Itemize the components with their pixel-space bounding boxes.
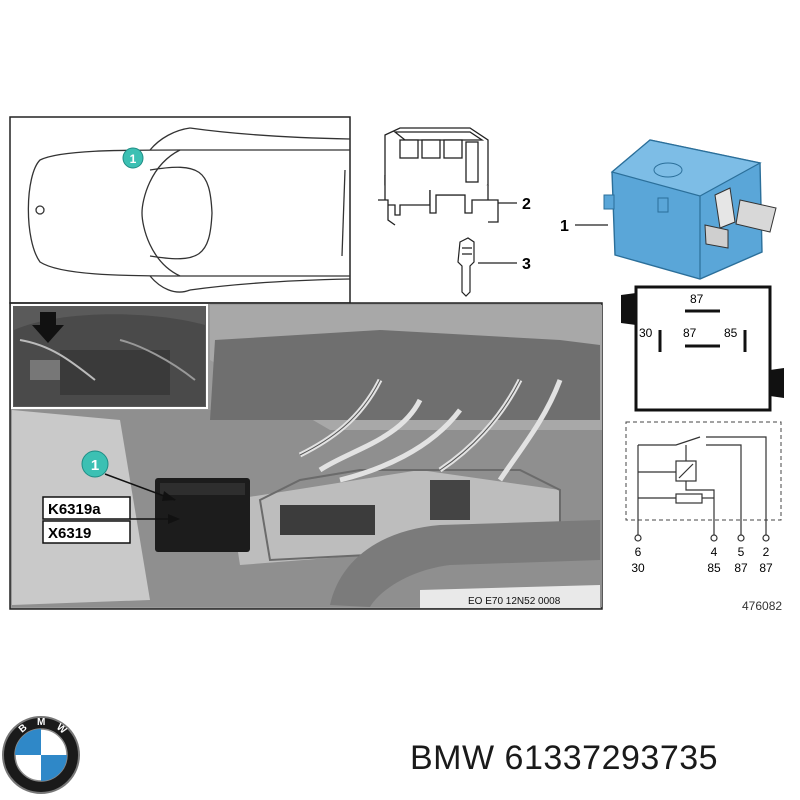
part-number: 61337293735 xyxy=(504,739,719,777)
arrow-right-icon xyxy=(162,491,176,501)
schematic-pin-number-3: 5 xyxy=(738,545,745,559)
relay-callout: 1 xyxy=(560,218,569,235)
terminal-pin-drawing xyxy=(457,237,475,297)
car-outline xyxy=(27,127,351,293)
relay-drawing xyxy=(603,139,777,280)
arrow-down-icon xyxy=(32,312,64,343)
arrow-right-icon xyxy=(168,514,180,524)
schematic-pin-number-2: 4 xyxy=(711,545,718,559)
pin-right-label: 85 xyxy=(724,326,738,340)
bmw-logo: B M W xyxy=(2,716,80,794)
schematic-pin-number-1: 6 xyxy=(635,545,642,559)
schematic-wiring xyxy=(637,436,767,535)
socket-callout: 2 xyxy=(522,196,531,213)
pinout-frame xyxy=(634,285,772,412)
diagram-id: 476082 xyxy=(742,599,782,613)
car-location-marker xyxy=(122,147,144,169)
photo-location-marker-label: 1 xyxy=(91,457,99,474)
terminal-callout: 3 xyxy=(522,256,531,273)
schematic-pin-number-4: 2 xyxy=(763,545,770,559)
schematic-pin-circles xyxy=(634,534,770,542)
label-relay-box xyxy=(42,496,131,520)
label-connector-box xyxy=(42,520,131,544)
relay-socket-drawing xyxy=(378,127,499,226)
label-connector-text: X6319 xyxy=(48,525,91,542)
pinout-tab-right xyxy=(770,368,784,398)
brand-part-number: BMW 61337293735 xyxy=(410,739,718,778)
photo-caption: EO E70 12N52 0008 xyxy=(468,596,561,607)
pin-left-label: 30 xyxy=(639,326,653,340)
brand-name: BMW xyxy=(410,739,495,777)
pinout-tab-left xyxy=(621,293,636,325)
car-panel-frame xyxy=(9,116,351,304)
schematic-terminal-1: 30 xyxy=(631,561,645,575)
pin-center-label: 87 xyxy=(683,326,697,340)
pin-top-label: 87 xyxy=(690,292,704,306)
schematic-terminal-3: 87 xyxy=(734,561,748,575)
label-relay-text: K6319a xyxy=(48,501,101,518)
schematic-frame xyxy=(625,421,782,521)
logo-letter-m: M xyxy=(37,717,45,728)
schematic-terminal-4: 87 xyxy=(759,561,773,575)
car-location-marker-label: 1 xyxy=(130,152,137,166)
inset-engine-photo xyxy=(14,314,205,406)
schematic-terminal-2: 85 xyxy=(707,561,721,575)
photo-location-marker xyxy=(81,450,109,478)
